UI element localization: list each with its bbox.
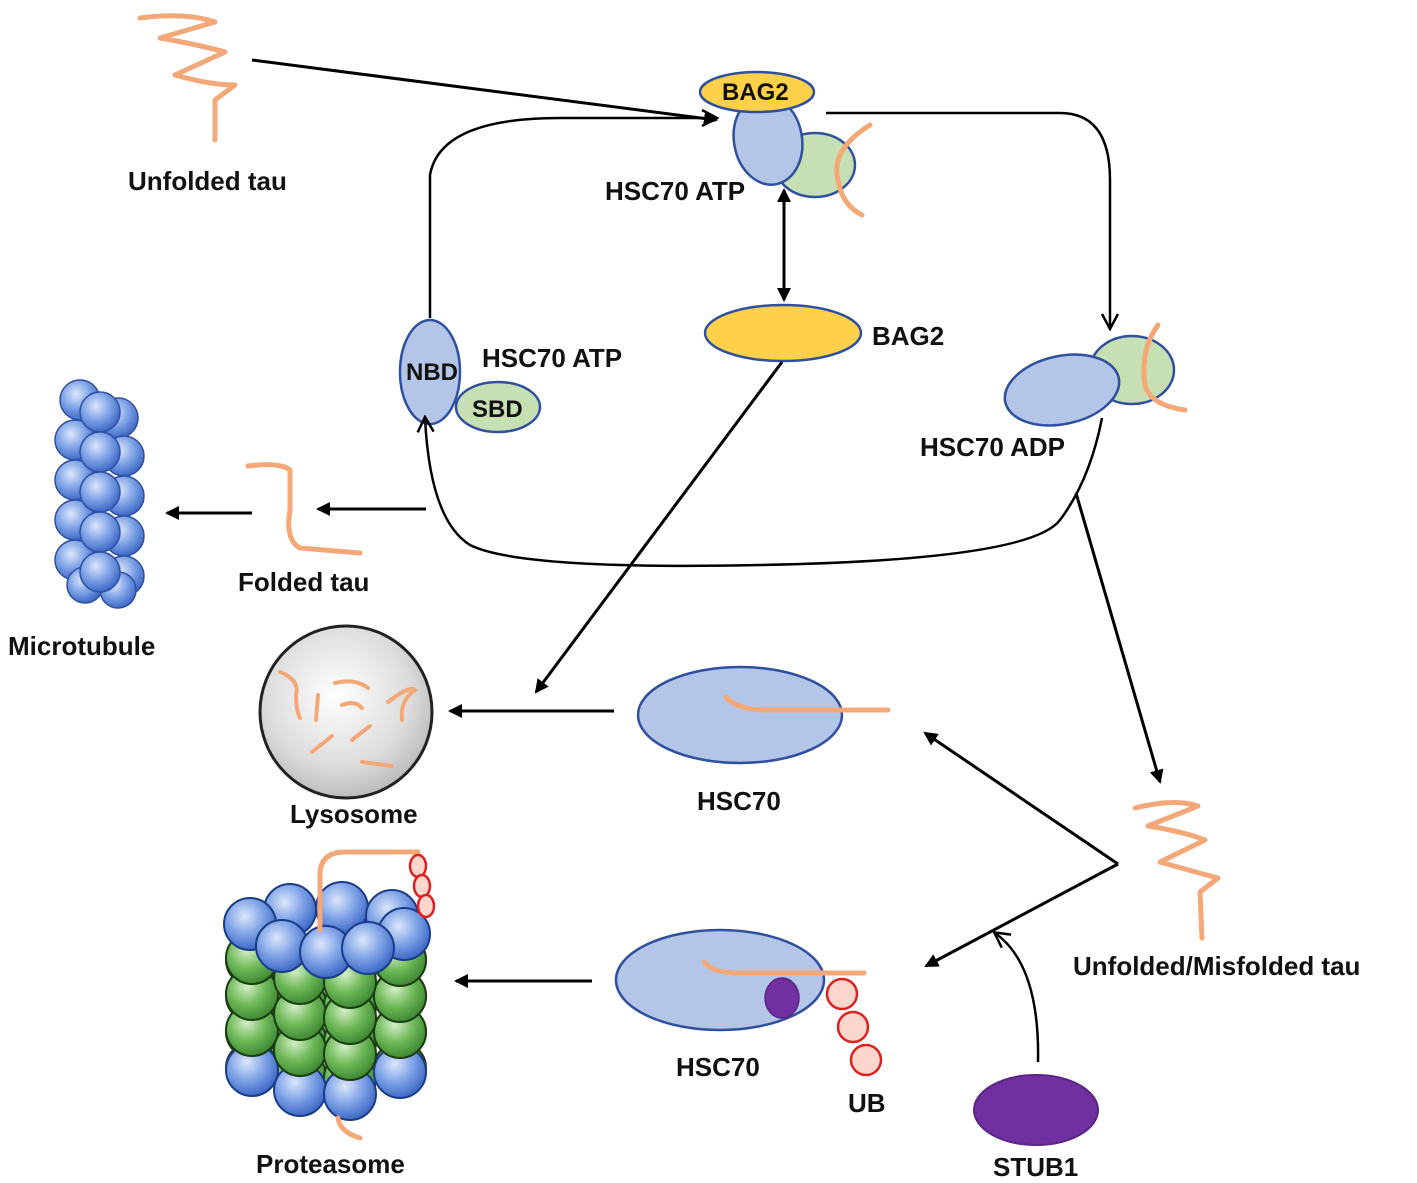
bag2-hsc70-complex: BAG2 HSC70 ATP <box>605 70 873 218</box>
adp-bound-tau <box>1141 322 1188 413</box>
hsc70-atp-left: NBD SBD HSC70 ATP <box>398 318 622 434</box>
hsc70-bottom: HSC70 UB <box>614 928 886 1118</box>
proteasome-tau <box>317 849 421 933</box>
stub1-ellipse <box>973 1074 1099 1146</box>
tau-squiggle-icon <box>137 13 238 143</box>
hsc70-atp-top-label: HSC70 ATP <box>605 176 745 206</box>
ubiquitin-chain <box>825 977 883 1077</box>
unfolded-tau-top: Unfolded tau <box>128 13 287 196</box>
arrow-bag2-to-lysosome <box>534 361 784 694</box>
proteasome-blue-top <box>223 881 431 979</box>
arrow-misfolded-to-hsc70-middle <box>923 731 1119 866</box>
lysosome-circle <box>258 624 434 800</box>
nbd-label: NBD <box>406 359 458 386</box>
proteasome-ub-chain <box>408 853 436 919</box>
proteasome-blue-bottom <box>225 1043 427 1121</box>
misfolded-tau-icon <box>1132 799 1221 941</box>
bound-tau <box>834 122 873 218</box>
unfolded-tau-label: Unfolded tau <box>128 166 287 196</box>
proteasome: Proteasome <box>223 849 436 1179</box>
hsc70-adp: HSC70 ADP <box>920 322 1188 462</box>
lysosome: Lysosome <box>258 624 434 829</box>
bag2-ellipse <box>703 303 863 363</box>
hsc70-atp-left-label: HSC70 ATP <box>482 343 622 373</box>
microtubule: Microtubule <box>8 379 155 661</box>
hsc70-middle: HSC70 <box>636 665 891 816</box>
nbd-adp <box>1003 353 1121 427</box>
folded-tau: Folded tau <box>238 462 369 597</box>
hsc70-bottom-label: HSC70 <box>676 1052 760 1082</box>
hsc70-bottom-tau <box>701 959 867 976</box>
proteasome-label: Proteasome <box>256 1149 405 1179</box>
hsc70-middle-tau <box>723 694 891 713</box>
hsc70-middle-ellipse <box>636 665 844 765</box>
bag2-bound <box>698 70 816 114</box>
unfolded-misfolded-tau: Unfolded/Misfolded tau <box>1073 799 1360 981</box>
unfolded-misfolded-tau-label: Unfolded/Misfolded tau <box>1073 951 1360 981</box>
proteasome-tau-out <box>335 1115 363 1141</box>
ub-label: UB <box>848 1088 886 1118</box>
microtubule-front-column <box>54 379 121 604</box>
arrow-stub1 <box>995 933 1040 1063</box>
hsc70-bottom-ellipse <box>614 928 826 1032</box>
hsc70-middle-label: HSC70 <box>697 786 781 816</box>
arrow-adp-to-misfolded <box>1074 492 1164 784</box>
lysosome-label: Lysosome <box>290 799 418 829</box>
arrow-complex-to-adp <box>826 111 1110 328</box>
bag2-top-label: BAG2 <box>722 79 789 106</box>
stub1-bound <box>764 977 800 1019</box>
stub1: STUB1 <box>973 1074 1099 1182</box>
arrow-left-up-to-complex <box>428 118 716 318</box>
folded-tau-label: Folded tau <box>238 567 369 597</box>
sbd-left <box>454 380 542 434</box>
stub1-label: STUB1 <box>993 1152 1078 1182</box>
arrow-tau-to-complex <box>251 58 718 126</box>
lysosome-tau-fragments <box>278 670 419 768</box>
hsc70-adp-label: HSC70 ADP <box>920 432 1065 462</box>
sbd-label: SBD <box>472 396 523 423</box>
bag2-free: BAG2 <box>703 303 944 363</box>
folded-tau-icon <box>245 462 363 556</box>
arrow-adp-to-atp <box>425 418 1104 568</box>
bag2-free-label: BAG2 <box>872 321 944 351</box>
microtubule-label: Microtubule <box>8 631 155 661</box>
arrow-misfolded-to-hsc70-bottom <box>924 862 1119 968</box>
